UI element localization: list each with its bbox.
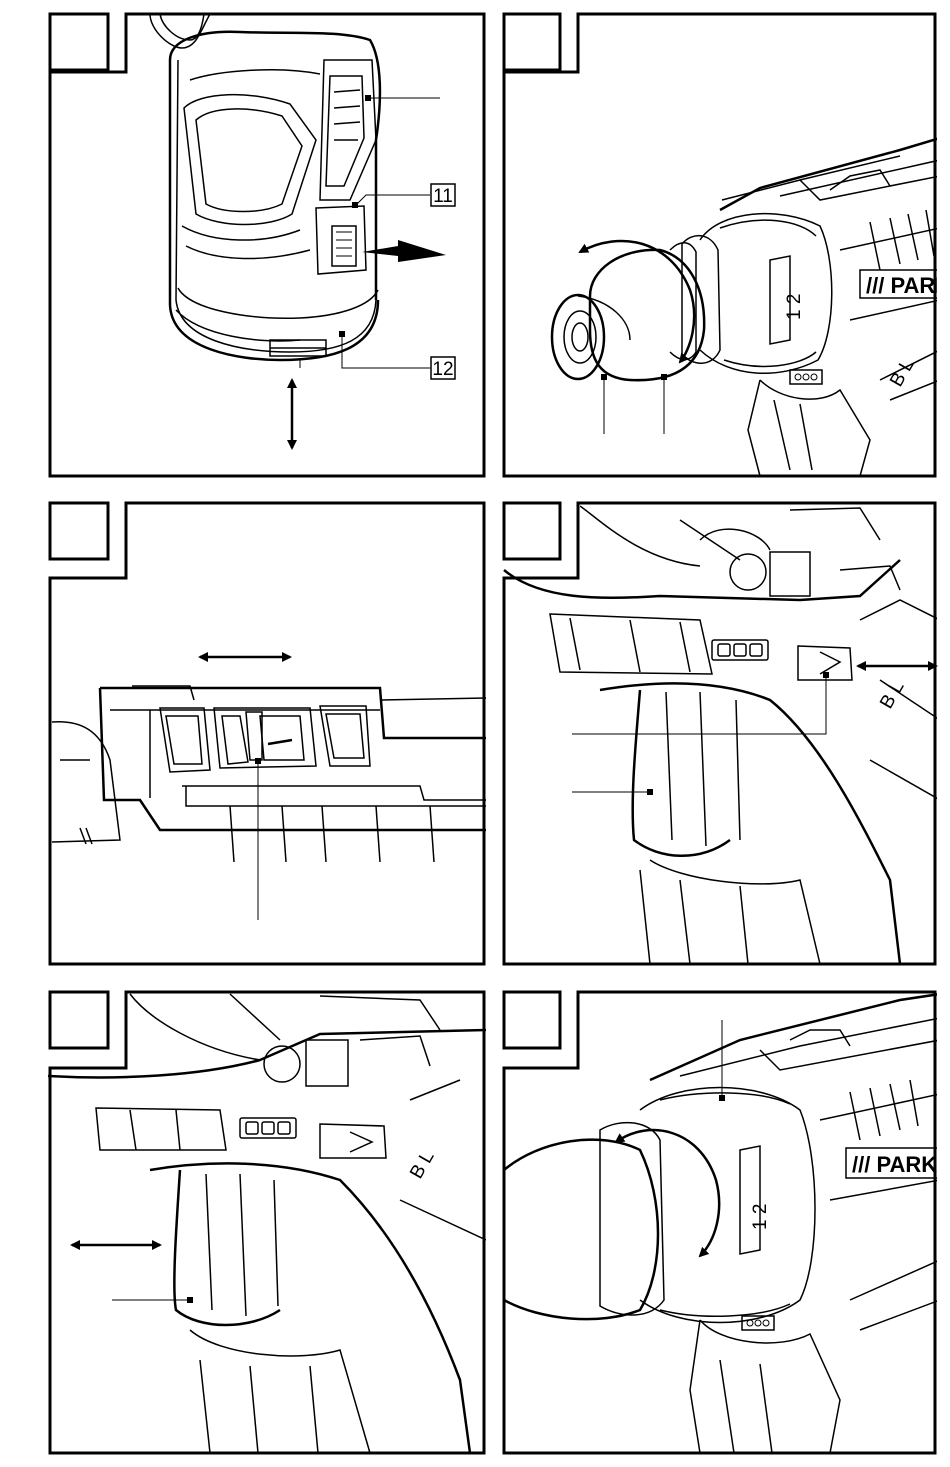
panel-frame [504, 992, 935, 1453]
panel-frame [50, 992, 484, 1453]
callout-label-11: 11 [433, 186, 453, 207]
gear-selector-marks: 1 2 [784, 294, 805, 320]
step-number-box [50, 14, 108, 70]
panel-frame [50, 14, 484, 476]
brand-logo-text: /// PARK [866, 273, 950, 298]
gear-selector-marks: 1 2 [750, 1204, 771, 1230]
step-number-box [50, 503, 108, 559]
callout-label-12: 12 [432, 359, 453, 380]
brand-logo-text: /// PARK [852, 1152, 937, 1177]
panel-torque-ring: /// PARK 1 2 [504, 992, 940, 1453]
step-number-box [504, 503, 560, 559]
step-number-box [50, 992, 108, 1048]
step-number-box [504, 14, 560, 70]
panel-trigger: B L [48, 992, 486, 1453]
panel-frame [504, 14, 935, 476]
panel-top-slider [50, 503, 486, 964]
panel-battery-release: 11 12 [50, 14, 484, 476]
panel-chuck-rotation: /// PARK 1 2 B L [504, 14, 950, 476]
panel-frame [50, 503, 484, 964]
panel-direction-switch: B L [504, 503, 940, 964]
step-number-box [504, 992, 560, 1048]
